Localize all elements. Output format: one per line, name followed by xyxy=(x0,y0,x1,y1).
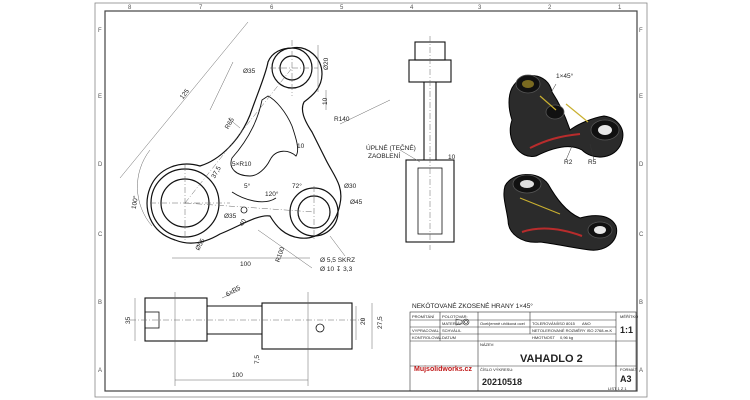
tb-lbl-povrch: POLOTOVAR: xyxy=(442,314,468,319)
drawing-scale: 1:1 xyxy=(620,325,633,335)
tb-lbl-vypracoval: VYPRACOVAL xyxy=(412,328,440,333)
zone-row-c-right: C xyxy=(639,232,644,238)
dim-5xr10: 5×R10 xyxy=(232,161,252,168)
tb-val-material: Ocel/jemně uhlíková ocel xyxy=(480,321,525,326)
zone-row-f: F xyxy=(98,28,102,34)
zone-col-6: 6 xyxy=(270,5,274,11)
zone-row-b-right: B xyxy=(639,300,643,306)
tb-lbl-cislo: ČÍSLO VÝKRESU: xyxy=(480,367,513,372)
tb-lbl-hmot: HMOTNOST xyxy=(532,335,555,340)
dim-100-plan: 100 xyxy=(232,372,243,379)
tb-lbl-meritko: MĚŘÍTKO xyxy=(620,314,638,319)
zone-col-2: 2 xyxy=(548,5,552,11)
tb-val-tol: ISO 8015 xyxy=(558,321,576,326)
construction-lines xyxy=(119,21,391,269)
dim-r140: R140 xyxy=(334,116,350,123)
iso-view-bottom xyxy=(503,174,618,251)
title-block-text: PROMÍTÁNÍ POLOTOVAR: MATERIÁL: Ocel/jemn… xyxy=(412,314,638,391)
note-fillet-line1: ÚPLNÉ (TEČNÉ) xyxy=(366,143,416,152)
note-iso-chamfer: 1×45° xyxy=(556,72,574,80)
tb-lbl-nazev: NÁZEV: xyxy=(480,342,494,347)
plan-view xyxy=(130,289,373,386)
zone-col-8: 8 xyxy=(128,5,132,11)
tb-lbl-material: MATERIÁL: xyxy=(442,321,463,326)
zone-row-d: D xyxy=(98,162,103,168)
zone-row-a: A xyxy=(98,368,102,374)
dim-27-5: 27,5 xyxy=(377,316,384,329)
zone-row-e: E xyxy=(98,94,102,100)
tb-lbl-promitani: PROMÍTÁNÍ xyxy=(412,314,435,319)
side-arm xyxy=(423,82,437,160)
zone-col-3: 3 xyxy=(478,5,482,11)
tb-lbl-format: FORMÁT xyxy=(620,367,637,372)
zone-row-c: C xyxy=(98,232,103,238)
note-fillet-line2: ZAOBLENÍ xyxy=(368,151,400,160)
dim-35-plan: 35 xyxy=(125,316,132,324)
tb-val-ano: ANO xyxy=(582,321,591,326)
projection-symbol xyxy=(455,318,470,326)
dim-100deg: 100° xyxy=(130,195,140,210)
note-r5: R5 xyxy=(588,159,597,166)
zone-markers: 8 7 6 5 4 3 2 1 F E D C B A F E D C B A xyxy=(98,5,644,374)
zone-col-1: 1 xyxy=(618,5,622,11)
tb-lbl-kontrol: KONTROLOVAL xyxy=(412,335,442,340)
tb-val-netol: NETOLEROVANÉ ROZMĚRY ISO 2768-m-K xyxy=(532,328,613,333)
dim-hole1: Ø 5,5 SKRZ xyxy=(320,257,355,264)
rocker-outline xyxy=(146,47,342,244)
zone-row-e-right: E xyxy=(639,94,643,100)
plan-right-hub xyxy=(261,302,353,350)
plan-arm xyxy=(207,305,262,335)
dim-7-5: 7,5 xyxy=(254,355,261,364)
drawing-number: 20210518 xyxy=(482,377,522,387)
side-view xyxy=(399,36,455,250)
tb-lbl-schvalil: SCHVÁLIL xyxy=(442,328,462,333)
zone-row-f-right: F xyxy=(639,28,643,34)
drawing-title: VAHADLO 2 xyxy=(520,353,583,365)
dim-d20: Ø20 xyxy=(323,57,330,70)
tb-lbl-datum: DATUM xyxy=(442,335,456,340)
dim-5deg: 5° xyxy=(244,182,251,190)
dim-72deg: 72° xyxy=(292,182,302,190)
zone-row-d-right: D xyxy=(639,162,644,168)
dim-10-mid: 10 xyxy=(297,143,305,150)
zone-col-5: 5 xyxy=(340,5,344,11)
rocker-web-edge xyxy=(231,191,277,203)
dim-100-h: 100 xyxy=(240,261,251,268)
side-notes: ÚPLNÉ (TEČNÉ) ZAOBLENÍ 10 xyxy=(366,143,456,161)
dim-side-10: 10 xyxy=(448,154,456,161)
plan-hole xyxy=(315,323,325,333)
zone-row-b: B xyxy=(98,300,102,306)
drawing-sheet-count: LIST 1 Z 1 xyxy=(608,386,627,391)
sheet-inner-border xyxy=(104,10,638,392)
drawing-format: A3 xyxy=(620,374,632,384)
zone-row-a-right: A xyxy=(639,368,643,374)
dim-hole2: Ø 10 ↧ 3,3 xyxy=(320,265,353,273)
zone-col-4: 4 xyxy=(410,5,414,11)
dim-120deg: 120° xyxy=(265,190,279,198)
tb-val-hmot: 0,96 kg xyxy=(560,335,573,340)
rocker-pocket xyxy=(230,95,299,177)
iso-view-top: 1×45° R2 R5 xyxy=(508,72,624,166)
dim-20-plan: 20 xyxy=(360,317,367,325)
chamfer-note: NEKÓTOVANÉ ZKOSENÉ HRANY 1×45° xyxy=(412,301,533,310)
dim-d30: Ø30 xyxy=(344,183,357,190)
title-block xyxy=(409,311,637,392)
brand-logo: Mujsolidworks.cz xyxy=(414,366,472,373)
dim-d35b: Ø35 xyxy=(224,213,237,220)
dim-10-top: 10 xyxy=(322,97,329,105)
zone-col-7: 7 xyxy=(199,5,203,11)
dim-d35: Ø35 xyxy=(243,68,256,75)
tb-lbl-tol: TOLEROVÁNÍ xyxy=(532,321,559,326)
note-r2: R2 xyxy=(564,159,573,166)
dim-d45: Ø45 xyxy=(350,199,363,206)
dim-40: 40 xyxy=(238,218,248,228)
